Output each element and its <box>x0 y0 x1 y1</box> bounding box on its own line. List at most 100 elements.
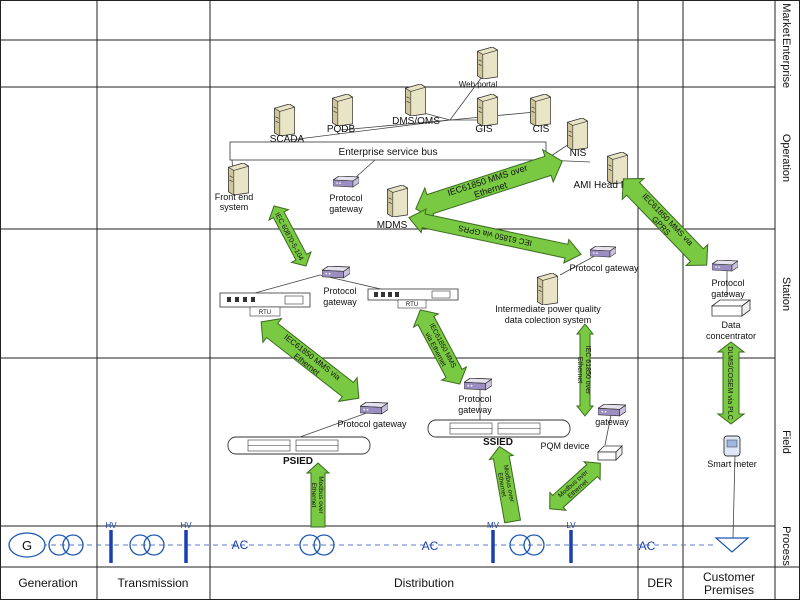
svg-text:G: G <box>22 538 32 553</box>
connection-lines <box>231 69 736 539</box>
rtu-left-label: RTU <box>259 310 271 316</box>
zone-distribution: Distribution <box>394 576 454 590</box>
transformer-distribution-right-icon <box>509 534 545 556</box>
arrow-dlms-plc: DLMS/COSEM via PLC <box>716 341 746 425</box>
hv-bus-1-label: HV <box>105 521 117 530</box>
protocol-gateway-field-mid-label: Protocol <box>458 394 491 404</box>
ac-label-2: AC <box>422 539 439 553</box>
level-market: Market <box>780 3 792 37</box>
generator-icon[interactable]: G <box>8 532 46 558</box>
ipq-label: Intermediate power quality <box>495 304 601 314</box>
mv-bus-label: MV <box>487 521 500 530</box>
enterprise-service-bus[interactable]: Enterprise service bus <box>229 141 547 161</box>
lv-bus-label: LV <box>566 521 576 530</box>
smart-meter-device[interactable]: Smart meter <box>707 435 757 469</box>
level-operation: Operation <box>780 134 792 182</box>
psied-device[interactable]: PSIED <box>227 436 371 467</box>
pqm-device-label: PQM device <box>540 441 589 451</box>
protocol-gateway-station[interactable]: Protocol gateway <box>322 266 357 307</box>
arrow-field-left: IEC61850 MMS via Ethernet <box>260 317 360 403</box>
front-end-label: Front end <box>215 192 254 202</box>
protocol-gateway-field-mid[interactable]: Protocol gateway <box>458 378 492 415</box>
gis-label: GIS <box>475 124 493 135</box>
arrow-field-mid: IEC61850 MMS via Ethernet <box>412 309 468 385</box>
nis-label: NIS <box>570 148 587 159</box>
web-portal-label: Web portal <box>459 80 498 89</box>
transformer-distribution-left-icon <box>299 534 335 556</box>
data-concentrator[interactable]: Data concentrator <box>706 299 756 341</box>
protocol-gateway-right[interactable]: Protocol gateway <box>569 246 639 273</box>
protocol-gateway-customer[interactable]: Protocol gateway <box>711 260 745 299</box>
scada-label: SCADA <box>270 134 305 145</box>
svg-text:IEC 61850 over: IEC 61850 over <box>584 346 591 395</box>
level-process: Process <box>780 526 792 566</box>
protocol-gateway-field-mid-label-2: gateway <box>458 405 492 415</box>
protocol-gateway-customer-label: Protocol <box>711 278 744 288</box>
protocol-gateway-station-label-2: gateway <box>323 297 357 307</box>
scada-server[interactable]: SCADA <box>270 104 305 145</box>
front-end-server[interactable]: Front end system <box>215 163 254 212</box>
protocol-gateway-station-label: Protocol <box>323 286 356 296</box>
protocol-gateway-customer-label-2: gateway <box>711 289 745 299</box>
zone-generation: Generation <box>18 576 77 590</box>
svg-text:Ethernet: Ethernet <box>496 472 507 498</box>
front-end-system-label: system <box>220 202 249 212</box>
web-portal-server[interactable]: Web portal <box>459 47 498 89</box>
nis-server[interactable]: NIS <box>567 118 588 159</box>
mdms-label: MDMS <box>377 220 408 231</box>
protocol-gateway-field-left-label: Protocol gateway <box>337 419 407 429</box>
protocol-gateway-operation-label: Protocol <box>329 193 362 203</box>
ssied-device[interactable]: SSIED <box>427 419 571 448</box>
customer-load-icon <box>714 537 750 553</box>
rtu-right-label: RTU <box>406 302 418 308</box>
data-concentrator-label-2: concentrator <box>706 331 756 341</box>
data-concentrator-label: Data <box>721 320 740 330</box>
pqdb-label: PQDB <box>327 124 356 135</box>
level-enterprise: Enterprise <box>780 38 792 88</box>
ami-head-end-label: AMI Head End <box>573 180 638 191</box>
rtu-left[interactable]: RTU <box>219 292 311 317</box>
protocol-gateway-operation[interactable]: Protocol gateway <box>329 176 363 214</box>
process-line: G HV HV AC AC MV LV AC <box>8 521 750 563</box>
esb-label: Enterprise service bus <box>339 147 438 158</box>
level-field: Field <box>780 430 792 454</box>
zone-transmission: Transmission <box>118 576 189 590</box>
protocol-gateway-field-left[interactable]: Protocol gateway <box>337 402 407 429</box>
arrow-modbus-right: Modbus over Ethernet <box>549 461 601 511</box>
arrow-modbus-mid: Modbus over Ethernet <box>488 445 522 524</box>
dms-oms-label: DMS/OMS <box>392 116 440 127</box>
pqm-device[interactable]: PQM device <box>540 441 623 461</box>
ipq-server[interactable]: Intermediate power quality data colectio… <box>495 273 601 325</box>
arrow-modbus-left: Modbus over Ethernet <box>305 462 331 528</box>
level-station: Station <box>780 277 792 311</box>
transformer-generation-icon <box>48 534 84 556</box>
pqdb-server[interactable]: PQDB <box>327 94 356 135</box>
psied-label: PSIED <box>283 456 313 467</box>
rtu-right[interactable]: RTU <box>367 288 459 309</box>
gateway-field-right[interactable]: gateway <box>595 404 629 427</box>
transformer-transmission-icon <box>129 534 165 556</box>
gis-server[interactable]: GIS <box>475 94 498 135</box>
svg-text:Modbus over: Modbus over <box>317 476 324 514</box>
protocol-gateway-operation-label-2: gateway <box>329 204 363 214</box>
svg-text:DLMS/COSEM via PLC: DLMS/COSEM via PLC <box>726 346 733 420</box>
hv-bus-2-label: HV <box>180 521 192 530</box>
arrow-iec60870-104: IEC 60870-5-104 <box>268 205 312 267</box>
dms-oms-server[interactable]: DMS/OMS <box>392 84 440 127</box>
svg-text:Ethernet: Ethernet <box>576 357 583 384</box>
cis-label: CIS <box>533 124 550 135</box>
zone-premises: Premises <box>704 583 754 597</box>
ami-head-end-server[interactable]: AMI Head End <box>573 152 639 191</box>
svg-text:IEC 60870-5-104: IEC 60870-5-104 <box>273 212 304 262</box>
ssied-label: SSIED <box>483 437 513 448</box>
protocol-gateway-right-label: Protocol gateway <box>569 263 639 273</box>
ac-label-1: AC <box>232 538 249 552</box>
mdms-server[interactable]: MDMS <box>377 185 408 231</box>
ac-label-3: AC <box>639 539 656 553</box>
svg-text:IEC61850 MMS via: IEC61850 MMS via <box>640 192 695 248</box>
cis-server[interactable]: CIS <box>530 94 551 135</box>
zone-der: DER <box>647 576 673 590</box>
arrow-iec61850-mms-gprs: IEC61850 MMS via GPRS <box>621 177 709 267</box>
